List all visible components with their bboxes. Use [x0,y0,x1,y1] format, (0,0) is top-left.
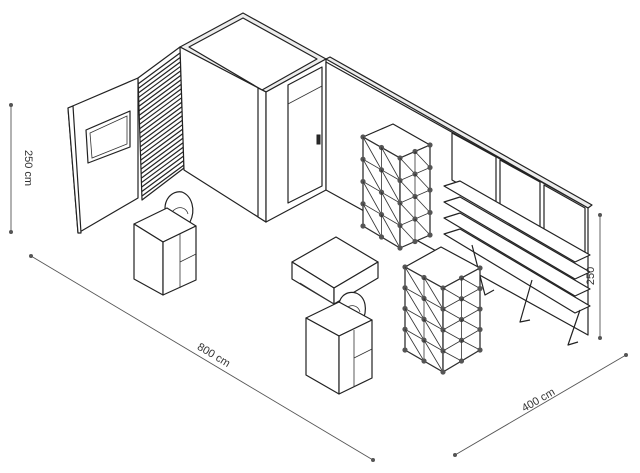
label-length: 800 cm [195,341,232,370]
dimension-width [453,353,628,457]
storage-room [179,12,327,223]
label-height-left: 250 cm [22,150,34,186]
counter-left [133,191,197,296]
slatted-panel [137,46,185,201]
wall-shelves [443,180,591,346]
left-wall [67,77,139,234]
storage-door [287,66,323,204]
dimension-length [29,254,375,462]
cube-shelf-front [402,246,483,375]
counter-front [305,291,373,395]
low-table [291,236,379,305]
label-height-right: 250 [585,267,597,285]
cube-shelf-back [360,123,433,251]
wall-monitor [85,110,131,164]
dimension-height-left [9,103,13,234]
dimension-height-right [598,213,602,340]
label-width: 400 cm [520,386,557,414]
